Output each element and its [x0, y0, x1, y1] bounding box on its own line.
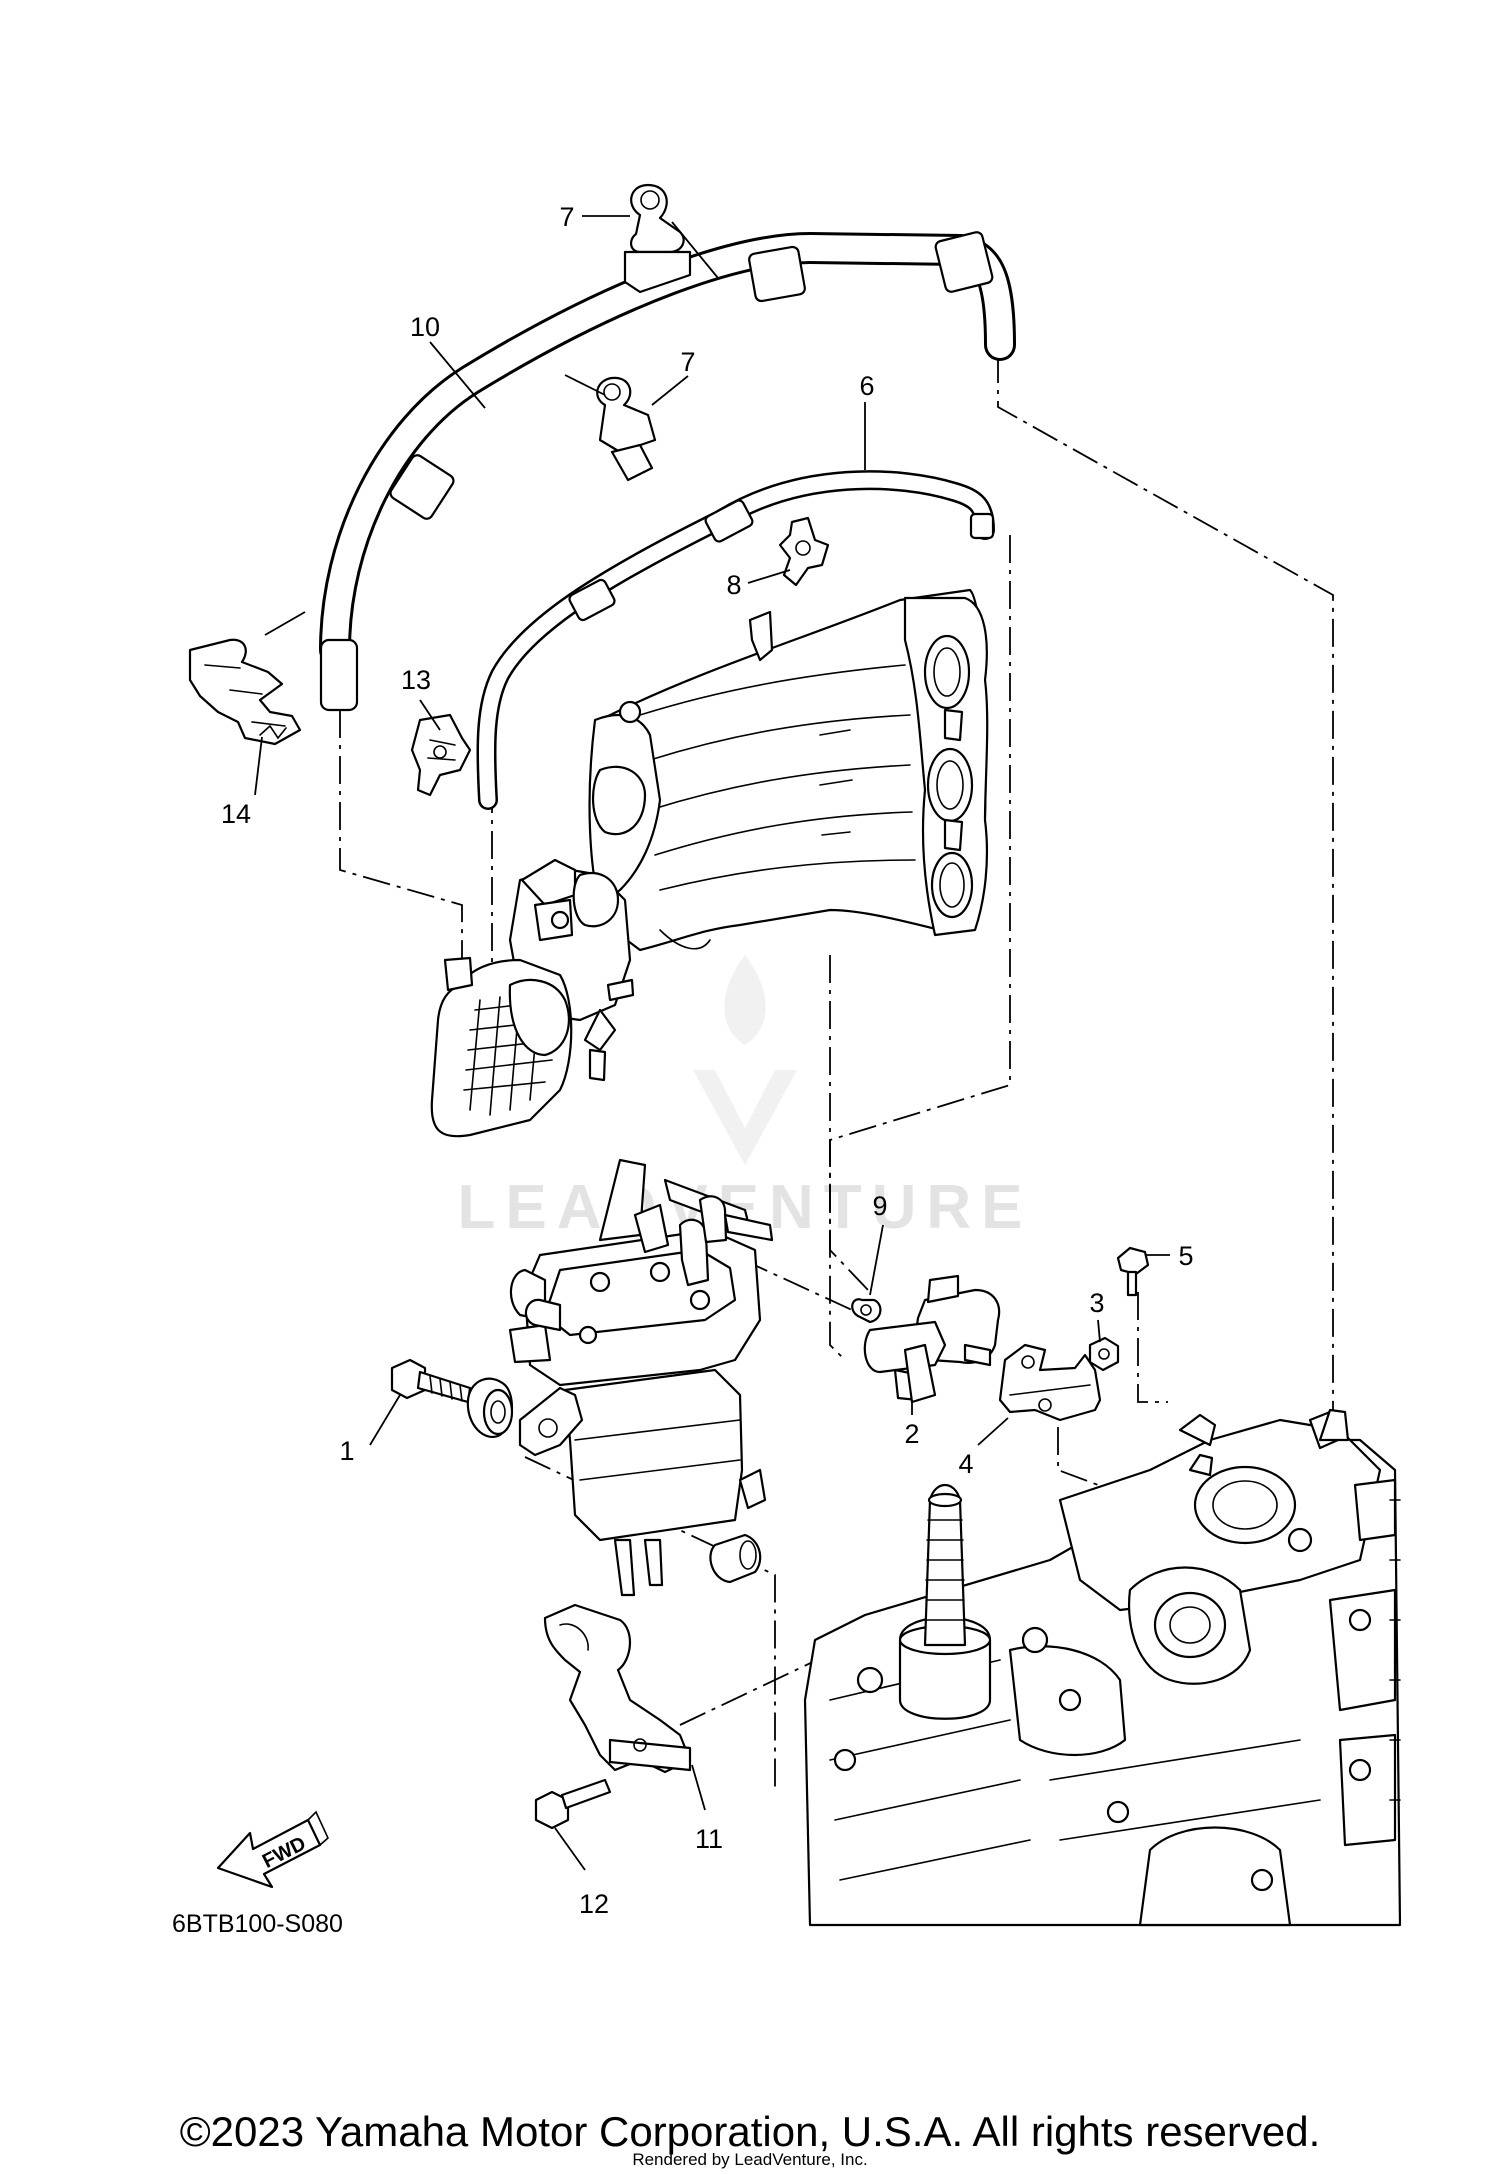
callout-2: 2	[904, 1419, 919, 1449]
callout-1: 1	[339, 1436, 354, 1466]
rendered-by-notice: Rendered by LeadVenture, Inc.	[632, 2150, 868, 2169]
diagram-code: 6BTB100-S080	[172, 1910, 343, 1938]
part-12-bolt	[534, 1778, 612, 1830]
part-7-clip-top	[623, 183, 692, 294]
part-14-clip	[188, 638, 302, 746]
leader-lines	[254, 215, 1170, 1871]
callout-13: 13	[401, 665, 431, 695]
part-10-hose	[319, 231, 1016, 712]
part-1-bolt	[390, 1358, 472, 1404]
crankshaft-top	[898, 1483, 992, 1720]
callout-12: 12	[579, 1889, 609, 1919]
callout-5: 5	[1178, 1241, 1193, 1271]
callout-14: 14	[221, 799, 251, 829]
copyright-notice: ©2023 Yamaha Motor Corporation, U.S.A. A…	[179, 2108, 1321, 2155]
callout-4: 4	[958, 1449, 973, 1479]
part-6-hose	[476, 470, 995, 810]
flame-v-logo-icon	[693, 955, 797, 1165]
callout-7-middle: 7	[680, 347, 695, 377]
callout-3: 3	[1089, 1288, 1104, 1318]
throttle-body	[430, 858, 635, 1138]
grommet	[466, 1377, 514, 1438]
callout-11: 11	[695, 1824, 723, 1854]
collar	[709, 1533, 762, 1584]
intake-manifold	[588, 588, 989, 952]
part-8-clip	[778, 516, 830, 587]
callout-9: 9	[872, 1191, 887, 1221]
separator-mount-arm	[518, 1386, 584, 1457]
part-3-nut	[1088, 1336, 1120, 1372]
part-9-clamp	[851, 1298, 882, 1324]
callout-10: 10	[410, 312, 440, 342]
engine-block	[803, 1408, 1402, 1927]
part-11-bracket	[543, 1603, 692, 1774]
callouts: 1 2 3 4 5 6 7 7 8 9 10 11 12 13 14	[221, 202, 1194, 1919]
forward-arrow: FWD	[216, 1810, 329, 1889]
part-7-clip-middle	[596, 376, 657, 482]
callout-6: 6	[859, 371, 874, 401]
part-13-clip	[410, 713, 472, 797]
part-4-bracket	[998, 1343, 1102, 1422]
vapor-separator	[508, 1158, 774, 1597]
callout-7-top: 7	[559, 202, 574, 232]
part-5-screw	[1116, 1246, 1150, 1297]
callout-8: 8	[726, 570, 741, 600]
part-2-solenoid-valve	[863, 1274, 1001, 1404]
